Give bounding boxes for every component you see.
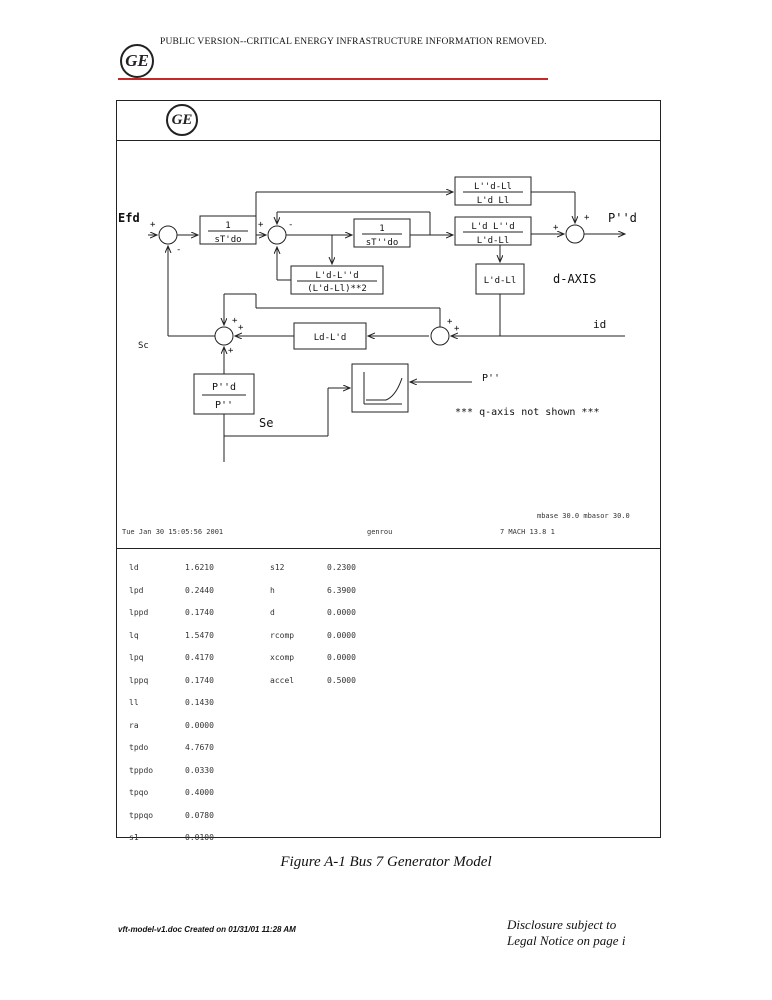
label-efd: Efd <box>118 211 140 225</box>
param-name: tpdo <box>129 743 149 752</box>
label-se: Se <box>259 416 273 430</box>
param-value: 0.0000 <box>327 630 356 640</box>
param-value: 0.0100 <box>185 833 214 842</box>
frame-params-divider <box>116 548 661 549</box>
block-8-num: P''d <box>212 382 236 393</box>
ge-logo: GE <box>120 44 154 78</box>
param-name: lppd <box>129 608 149 617</box>
sum-junction-2 <box>267 225 287 245</box>
param-value: 1.6210 <box>185 563 214 572</box>
label-plus-7: + <box>232 316 238 326</box>
block-4 <box>454 216 532 246</box>
block-4-den: L'd-Ll <box>477 236 510 246</box>
sum-junction-3 <box>565 224 585 244</box>
figure-frame <box>116 100 661 838</box>
block-5-den: (L'd-Ll)**2 <box>307 284 367 294</box>
block-3 <box>454 176 532 206</box>
param-name: ll <box>129 698 139 707</box>
header-text: PUBLIC VERSION--CRITICAL ENERGY INFRASTR… <box>160 37 547 47</box>
block-7-label: Ld-L'd <box>314 333 347 343</box>
label-plus-3: + <box>553 223 559 233</box>
label-pin: P'' <box>482 373 500 384</box>
param-name: lpq <box>129 653 144 662</box>
footer-disclosure-line-2: Legal Notice on page i <box>507 933 626 948</box>
block-1-num: 1 <box>225 221 230 231</box>
block-3-num: L''d-Ll <box>474 182 512 192</box>
param-value: 0.0330 <box>185 765 214 775</box>
label-plus-2: + <box>258 220 264 230</box>
param-name: lpd <box>129 585 144 595</box>
sum-junction-1 <box>158 225 178 245</box>
block-8-den: P'' <box>215 400 233 411</box>
param-name: s12 <box>270 563 285 572</box>
info-mbase: mbase 30.0 mbasor 30.0 <box>537 512 630 520</box>
param-name: accel <box>270 675 295 685</box>
block-1-den: sT'do <box>214 235 241 245</box>
param-name: lq <box>129 630 139 640</box>
param-name: ra <box>129 720 139 730</box>
param-value: 0.1740 <box>185 675 214 685</box>
block-2 <box>353 218 411 248</box>
label-minus-1: - <box>176 245 181 255</box>
footer-disclosure: Disclosure subject to Legal Notice on pa… <box>507 917 625 949</box>
sum-junction-4 <box>430 326 450 346</box>
label-note: *** q-axis not shown *** <box>455 407 600 418</box>
param-value: 0.0000 <box>327 608 356 617</box>
param-value: 0.2440 <box>185 585 214 595</box>
param-name: rcomp <box>270 630 295 640</box>
figure-caption: Figure A-1 Bus 7 Generator Model <box>280 854 492 870</box>
figure-ge-logo: GE <box>166 104 198 136</box>
param-name: xcomp <box>270 653 295 662</box>
param-value: 0.5000 <box>327 675 356 685</box>
label-daxis: d-AXIS <box>553 272 596 286</box>
param-value: 1.5470 <box>185 630 214 640</box>
frame-title-divider <box>116 140 661 141</box>
param-name: s1 <box>129 833 139 842</box>
header-divider <box>118 78 548 80</box>
param-name: tppdo <box>129 765 154 775</box>
label-plus-1: + <box>150 220 156 230</box>
info-model: genrou <box>367 528 393 536</box>
info-mach: 7 MACH 13.8 1 <box>500 528 555 536</box>
sum-junction-5 <box>214 326 234 346</box>
block-4-num: L'd L''d <box>471 222 514 232</box>
label-plus-5: + <box>447 317 453 327</box>
info-date: Tue Jan 30 15:05:56 2001 <box>122 528 224 536</box>
label-plus-9: + <box>228 346 234 356</box>
param-value: 6.3900 <box>327 585 356 595</box>
block-2-num: 1 <box>379 224 384 234</box>
param-value: 0.1430 <box>185 698 214 707</box>
param-value: 0.0780 <box>185 810 214 820</box>
saturation-block <box>351 363 409 413</box>
block-5-num: L'd-L''d <box>315 271 358 281</box>
footer-disclosure-line-1: Disclosure subject to <box>507 917 617 932</box>
param-name: tpqo <box>129 788 149 797</box>
param-name: d <box>270 608 275 617</box>
param-name: h <box>270 585 275 595</box>
logo-text: GE <box>125 51 149 70</box>
label-plus-8: + <box>238 323 244 333</box>
block-6-label: L'd-Ll <box>484 276 517 286</box>
param-value: 0.4000 <box>185 788 214 797</box>
label-id: id <box>593 318 606 331</box>
block-2-den: sT''do <box>366 238 399 248</box>
param-name: lppq <box>129 675 149 685</box>
label-sc: Sc <box>138 341 149 351</box>
block-3-den: L'd Ll <box>477 196 510 206</box>
param-value: 0.1740 <box>185 608 214 617</box>
param-name: tppqo <box>129 810 154 820</box>
footer-filename: vft-model-v1.doc Created on 01/31/01 11:… <box>118 925 296 934</box>
param-value: 0.2300 <box>327 563 356 572</box>
label-plus-4: + <box>584 213 590 223</box>
param-value: 4.7670 <box>185 743 214 752</box>
param-value: 0.0000 <box>185 720 214 730</box>
param-name: ld <box>129 563 139 572</box>
param-value: 0.0000 <box>327 653 356 662</box>
label-output: P''d <box>608 211 637 225</box>
label-minus-2: - <box>288 220 293 230</box>
param-value: 0.4170 <box>185 653 214 662</box>
figure-logo-text: GE <box>171 111 193 128</box>
label-plus-6: + <box>454 324 460 334</box>
